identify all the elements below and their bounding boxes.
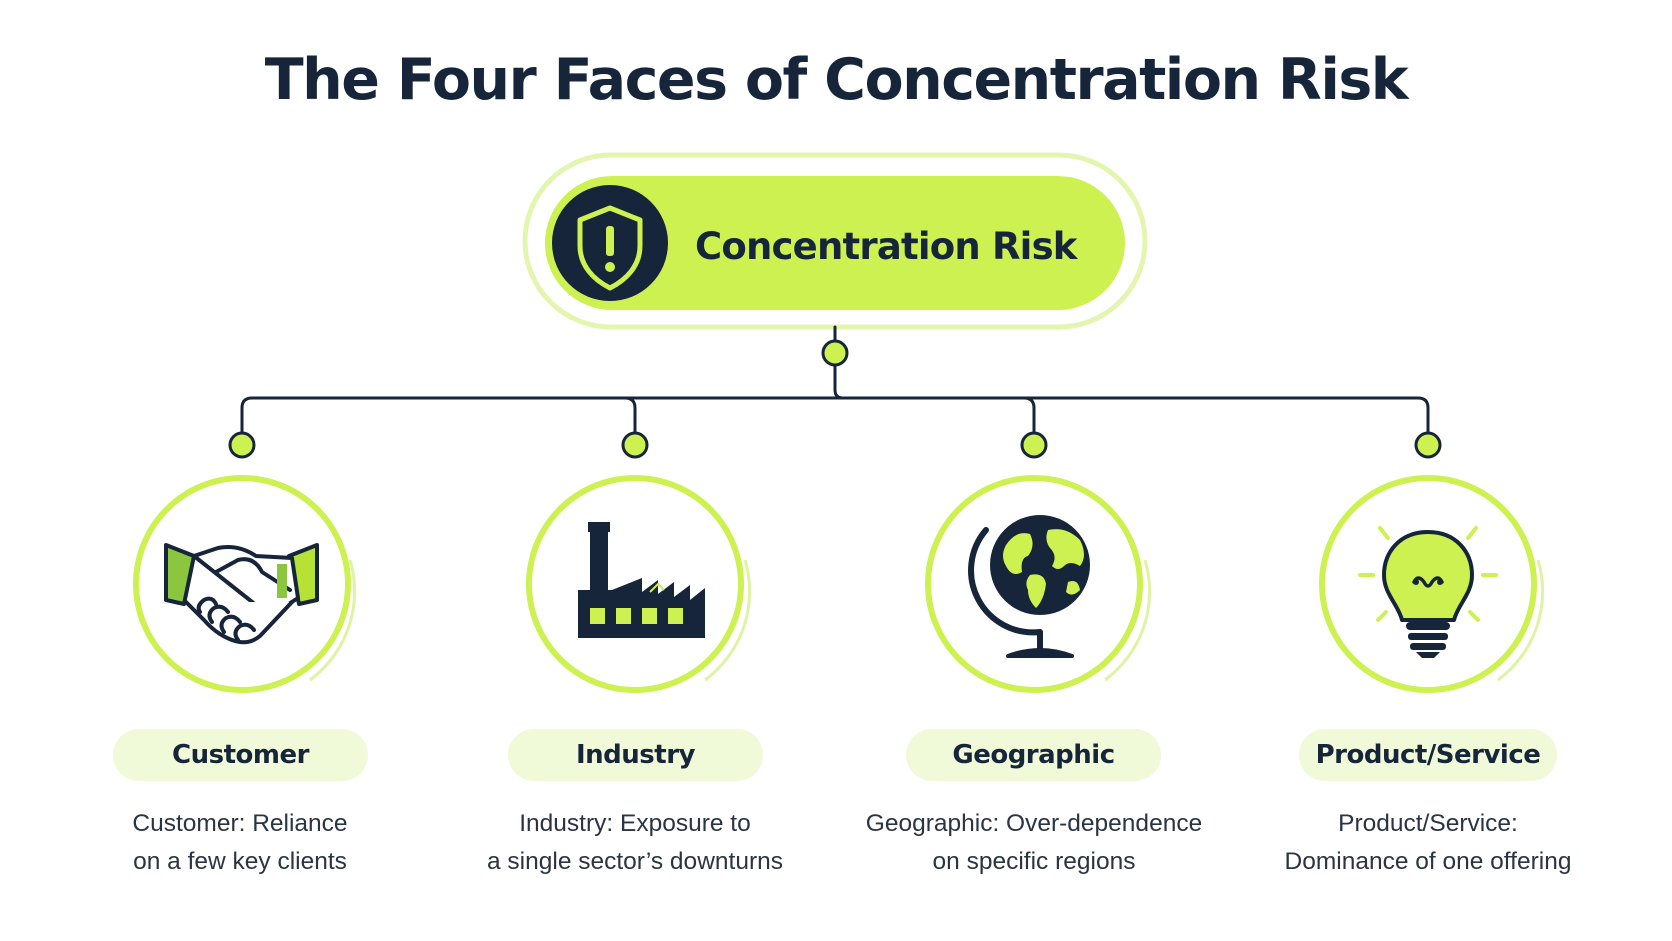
connector-stem bbox=[833, 364, 845, 400]
handshake-icon bbox=[164, 543, 319, 645]
page-title: The Four Faces of Concentration Risk bbox=[264, 47, 1409, 113]
label-pill-geographic bbox=[906, 729, 1161, 781]
category-description-industry: Industry: Exposure to a single sector’s … bbox=[487, 810, 783, 875]
lightbulb-icon bbox=[1358, 526, 1498, 658]
category-description-product-service: Product/Service: Dominance of one offeri… bbox=[1284, 810, 1572, 875]
factory-icon bbox=[578, 522, 705, 638]
connector-node-industry bbox=[621, 431, 649, 459]
category-description-customer: Customer: Reliance on a few key clients bbox=[132, 810, 348, 875]
category-description-geographic: Geographic: Over-dependence on specific … bbox=[865, 810, 1203, 875]
label-pill-industry bbox=[508, 729, 763, 781]
connector-node-root bbox=[821, 339, 849, 367]
root-node-label: Concentration Risk bbox=[695, 225, 1077, 268]
connector-node-customer bbox=[228, 431, 256, 459]
connector-nodes bbox=[228, 339, 1442, 459]
category-label-geographic: Geographic bbox=[952, 740, 1115, 770]
category-label-customer: Customer bbox=[172, 740, 309, 770]
label-pill-product-service bbox=[1299, 729, 1557, 781]
root-node bbox=[522, 152, 1148, 330]
connector-node-product-service bbox=[1414, 431, 1442, 459]
connector-bus bbox=[240, 396, 1430, 434]
label-pills bbox=[113, 729, 1557, 781]
globe-icon bbox=[968, 515, 1090, 658]
shield-warning-icon bbox=[577, 205, 643, 291]
label-pill-customer bbox=[113, 729, 368, 781]
category-label-industry: Industry bbox=[576, 740, 695, 770]
connector-tree bbox=[240, 325, 1430, 434]
root-node-pill bbox=[545, 176, 1125, 310]
connector-node-geographic bbox=[1020, 431, 1048, 459]
category-label-product-service: Product/Service bbox=[1315, 740, 1541, 770]
